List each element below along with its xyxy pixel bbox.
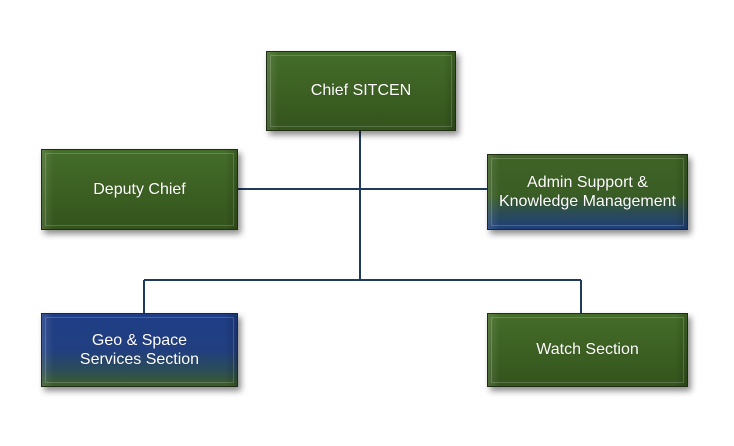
node-label: Chief SITCEN xyxy=(310,82,412,100)
node-label: Admin Support & Knowledge Management xyxy=(498,173,676,210)
node-chief-sitcen: Chief SITCEN xyxy=(266,51,456,131)
node-watch-section: Watch Section xyxy=(487,313,688,387)
node-label: Watch Section xyxy=(536,341,639,359)
node-label: Geo & Space Services Section xyxy=(79,331,200,368)
node-label: Deputy Chief xyxy=(93,180,186,198)
node-admin-support: Admin Support & Knowledge Management xyxy=(487,154,688,230)
node-geo-space: Geo & Space Services Section xyxy=(41,313,238,387)
node-deputy-chief: Deputy Chief xyxy=(41,149,238,230)
